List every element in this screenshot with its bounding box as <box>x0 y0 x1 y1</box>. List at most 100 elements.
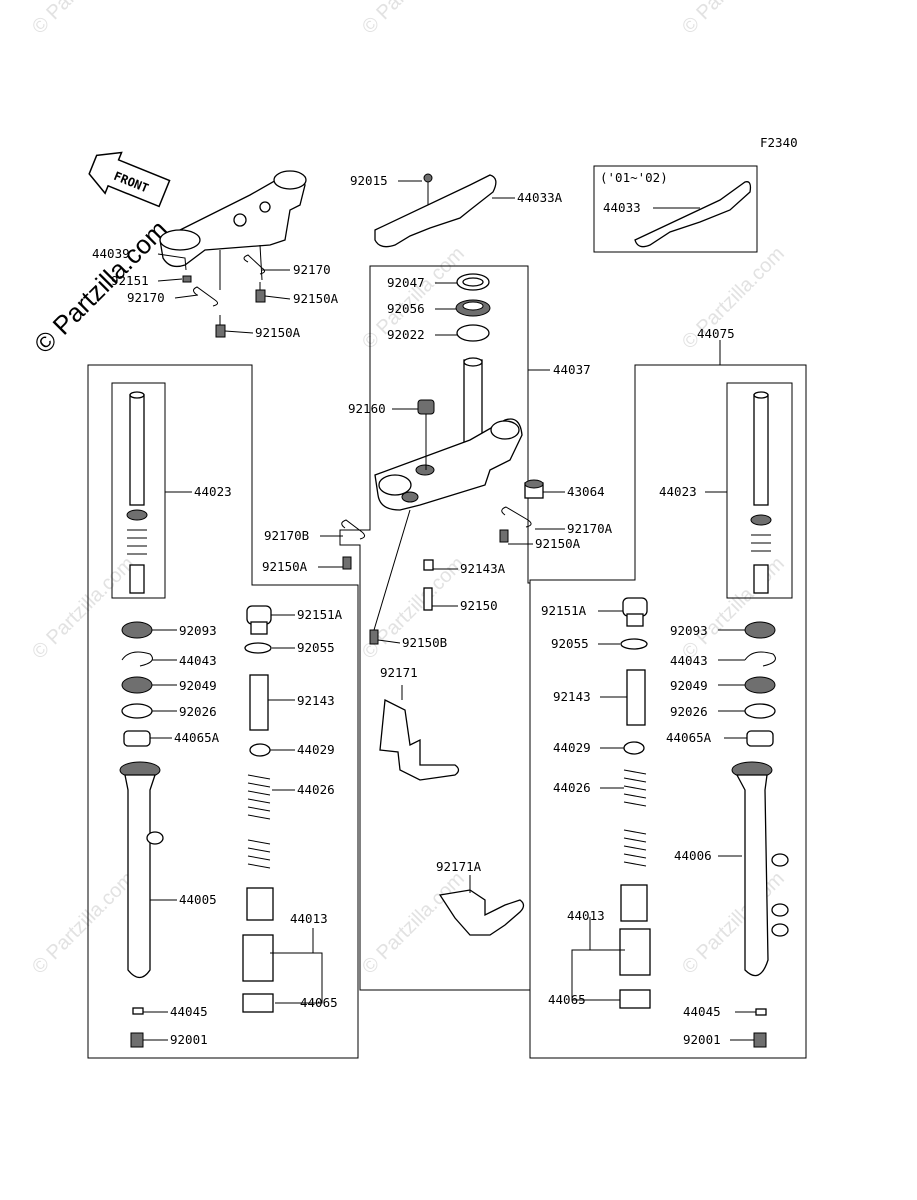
label-92160: 92160 <box>348 401 386 416</box>
steering-stem <box>374 357 523 511</box>
label-44065A: 44065A <box>174 730 220 745</box>
label-92026: 92026 <box>670 704 708 719</box>
spring-44026-right <box>623 769 647 867</box>
label-92171: 92171 <box>380 665 418 680</box>
label-44026: 44026 <box>297 782 335 797</box>
label-44013: 44013 <box>567 908 605 923</box>
seal-92049-right <box>744 676 776 694</box>
bushing-44065-left <box>242 993 274 1013</box>
label-92150A: 92150A <box>255 325 301 340</box>
label-92151A: 92151A <box>541 603 587 618</box>
bolt-92001-right <box>753 1032 767 1048</box>
leader-lines <box>143 180 756 1041</box>
clip-92170A <box>501 506 532 528</box>
label-44026: 44026 <box>553 780 591 795</box>
washer-44045-left <box>132 1007 144 1015</box>
fastener-92151 <box>182 275 192 283</box>
group-outline-right-fork <box>529 364 807 1059</box>
label-92093: 92093 <box>670 623 708 638</box>
label-92143A: 92143A <box>460 561 506 576</box>
bolt-92150B <box>369 629 379 645</box>
watermark-main: © Partzilla.com <box>28 214 173 359</box>
label-92001: 92001 <box>683 1032 721 1047</box>
label-92150A: 92150A <box>262 559 308 574</box>
label-44006: 44006 <box>674 848 712 863</box>
slider-44013-left-lower <box>242 934 274 982</box>
oring-92055-left <box>244 642 272 654</box>
clip-44043-right <box>744 651 776 667</box>
bolt-92143A <box>423 559 434 571</box>
label-92093: 92093 <box>179 623 217 638</box>
slider-44013-left-upper <box>246 887 274 921</box>
label-92055: 92055 <box>551 636 589 651</box>
label-44043: 44043 <box>179 653 217 668</box>
label-92143: 92143 <box>553 689 591 704</box>
label-44045: 44045 <box>170 1004 208 1019</box>
right-fork-tube <box>750 391 772 594</box>
label-92170: 92170 <box>127 290 165 305</box>
watermark: © Partzilla.com <box>28 868 139 979</box>
ring-92026-right <box>744 703 776 719</box>
washer-44029-left <box>249 743 271 757</box>
label-92150: 92150 <box>460 598 498 613</box>
label-92151: 92151 <box>111 273 149 288</box>
watermark: © Partzilla.com <box>358 0 469 39</box>
label-44065: 44065 <box>300 995 338 1010</box>
clip-92170-left <box>193 286 219 307</box>
outer-tube-44005 <box>119 761 164 979</box>
outer-tube-44006 <box>731 761 789 977</box>
label-44065A: 44065A <box>666 730 712 745</box>
label-92150A: 92150A <box>535 536 581 551</box>
group-outline-left-fork <box>87 364 359 1059</box>
label-92150B: 92150B <box>402 635 447 650</box>
label-92143: 92143 <box>297 693 335 708</box>
washer-44045-right <box>755 1008 767 1016</box>
upper-bracket <box>159 170 307 290</box>
inner-box-44023-right <box>726 382 793 599</box>
label-44033A: 44033A <box>517 190 563 205</box>
label-92001: 92001 <box>170 1032 208 1047</box>
label-92049: 92049 <box>179 678 217 693</box>
seal-92093-left <box>121 621 153 639</box>
label-92170: 92170 <box>293 262 331 277</box>
cover-44033A <box>374 173 497 248</box>
inset-box: ('01~'02) <box>593 165 758 253</box>
bolt-92150 <box>423 587 433 611</box>
bolt-92150A-2 <box>215 315 226 338</box>
label-44023: 44023 <box>659 484 697 499</box>
inner-box-44023-left <box>111 382 166 599</box>
spacer-92143-left <box>249 674 269 731</box>
watermark: © Partzilla.com <box>28 0 139 39</box>
label-44029: 44029 <box>553 740 591 755</box>
label-92026: 92026 <box>179 704 217 719</box>
cap-92151A-left <box>246 605 272 635</box>
label-92022: 92022 <box>387 327 425 342</box>
label-92055: 92055 <box>297 640 335 655</box>
label-92056: 92056 <box>387 301 425 316</box>
label-44013: 44013 <box>290 911 328 926</box>
label-44043: 44043 <box>670 653 708 668</box>
clip-44043-left <box>121 651 153 667</box>
label-43064: 43064 <box>567 484 605 499</box>
cap-92151A-right <box>622 597 648 627</box>
bushing-44065-right <box>619 989 651 1009</box>
bracket-92171A <box>438 889 525 936</box>
front-arrow-icon: FRONT <box>88 151 171 208</box>
bolt-92001-left <box>130 1032 144 1048</box>
bushing-92160 <box>417 399 435 415</box>
bushing-44065A-right <box>746 730 774 747</box>
slider-44013-right-lower <box>619 928 651 976</box>
part-labels: 44039 92151 92170 92170 92150A 92150A 92… <box>92 173 735 1047</box>
label-44005: 44005 <box>179 892 217 907</box>
watermark: © Partzilla.com <box>678 868 789 979</box>
figure-code: F2340 <box>760 135 798 150</box>
oring-92055-right <box>620 638 648 650</box>
washer-44029-right <box>623 741 645 755</box>
ring-92026-left <box>121 703 153 719</box>
bolt-92150A-4 <box>342 556 352 570</box>
group-outline-44037 <box>339 265 531 991</box>
label-44033: 44033 <box>603 200 641 215</box>
part-43064 <box>524 479 544 499</box>
clip-92170B <box>341 519 366 540</box>
label-44029: 44029 <box>297 742 335 757</box>
